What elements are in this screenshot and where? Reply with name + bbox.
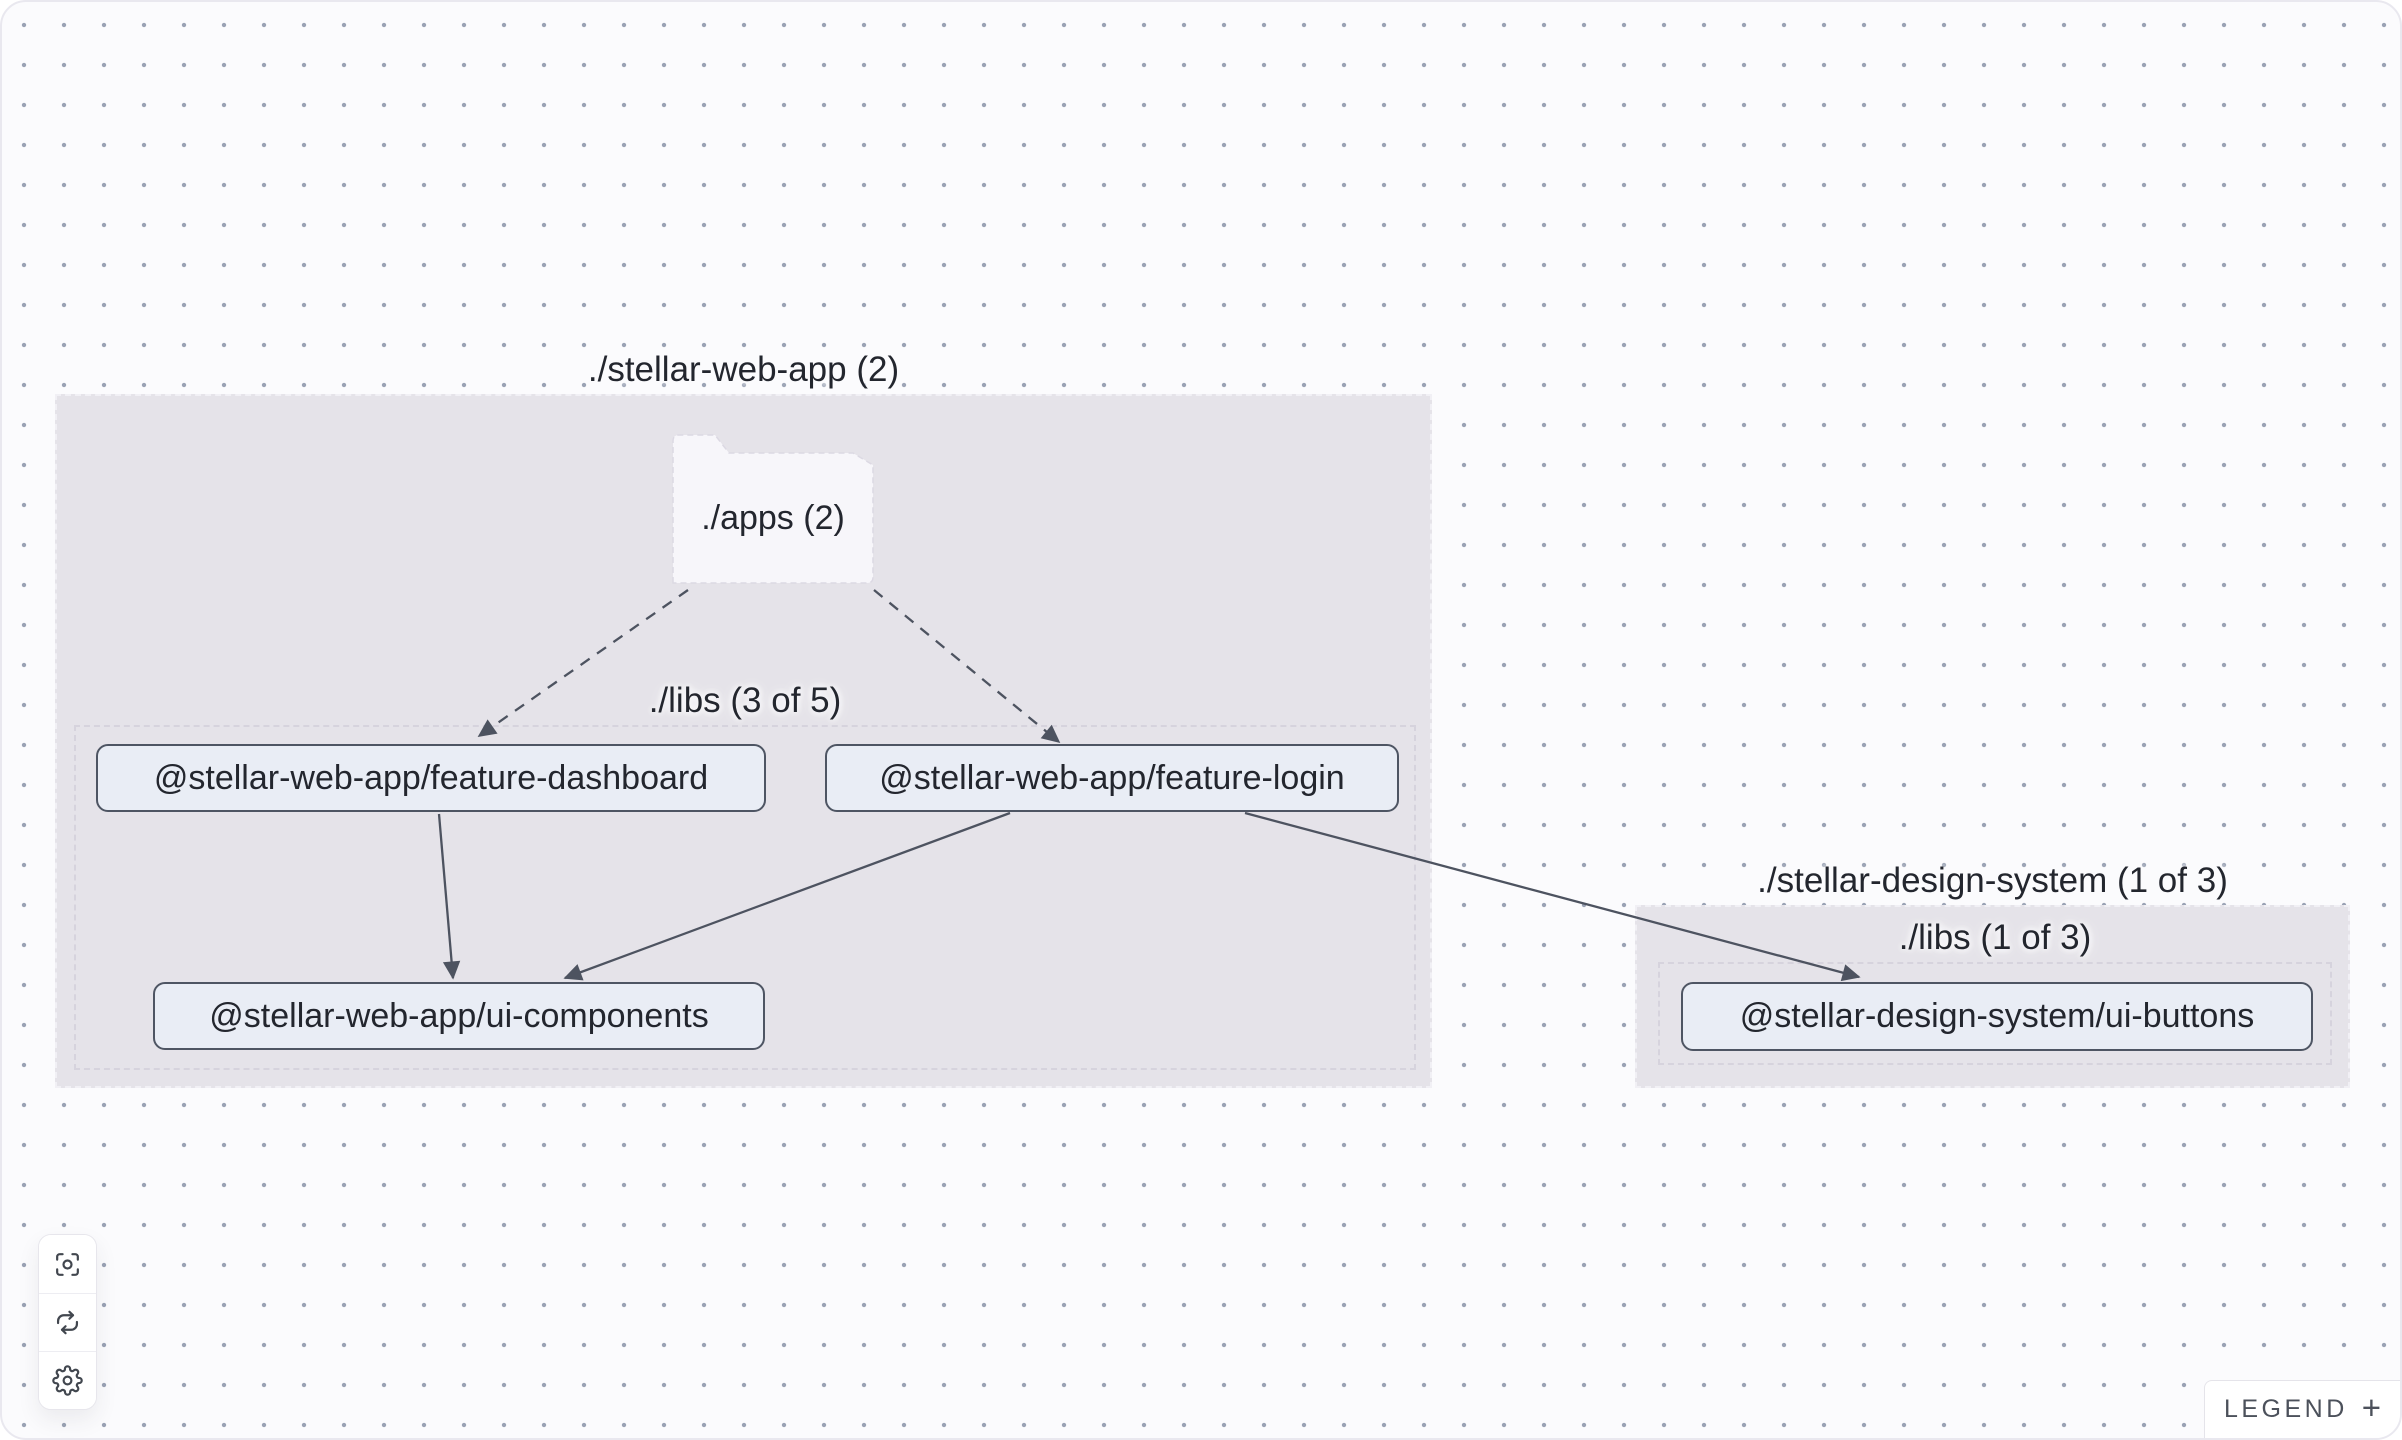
legend-label: LEGEND	[2223, 1395, 2348, 1423]
project-node-label: @stellar-web-app/ui-components	[209, 996, 709, 1035]
libs-label-stellar-web-app: ./libs (3 of 5)	[648, 681, 842, 720]
group-title-stellar-design-system: ./stellar-design-system (1 of 3)	[1757, 861, 2228, 900]
refresh-graph-button[interactable]	[39, 1293, 96, 1351]
libs-group-stellar-design-system	[1658, 962, 2332, 1065]
libs-label-stellar-design-system: ./libs (1 of 3)	[1898, 918, 2092, 957]
project-node-label: @stellar-web-app/feature-login	[879, 758, 1345, 797]
settings-button[interactable]	[39, 1351, 96, 1409]
gear-icon	[52, 1365, 83, 1396]
project-node-ui-components[interactable]: @stellar-web-app/ui-components	[153, 982, 765, 1050]
folder-node-apps-label: ./apps (2)	[701, 498, 845, 537]
folder-icon	[672, 434, 874, 584]
center-graph-button[interactable]	[39, 1235, 96, 1293]
legend-toggle-button[interactable]: LEGEND +	[2204, 1380, 2400, 1438]
refresh-icon	[56, 1310, 79, 1335]
project-node-ui-buttons[interactable]: @stellar-design-system/ui-buttons	[1681, 982, 2313, 1051]
group-title-stellar-web-app: ./stellar-web-app (2)	[587, 350, 900, 389]
project-node-label: @stellar-design-system/ui-buttons	[1739, 997, 2255, 1035]
project-node-feature-login[interactable]: @stellar-web-app/feature-login	[825, 744, 1399, 812]
canvas-controls	[38, 1234, 97, 1410]
plus-icon: +	[2361, 1388, 2382, 1426]
folder-node-apps[interactable]	[670, 432, 876, 588]
project-node-feature-dashboard[interactable]: @stellar-web-app/feature-dashboard	[96, 744, 766, 812]
focus-icon	[56, 1252, 79, 1276]
project-node-label: @stellar-web-app/feature-dashboard	[153, 758, 709, 797]
